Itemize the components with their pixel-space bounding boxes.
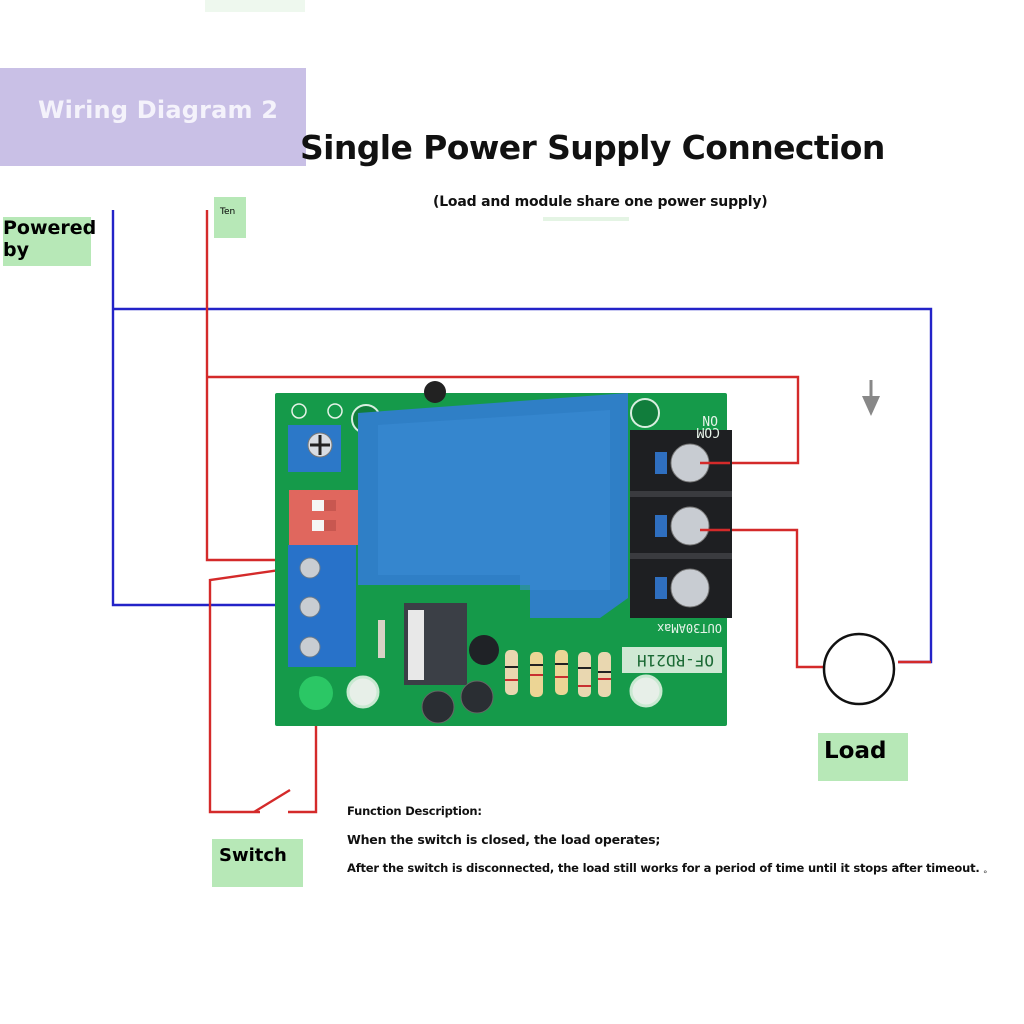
positive-wire bbox=[205, 210, 931, 814]
power-source-label: Powered by bbox=[3, 217, 96, 266]
switch-label: Switch bbox=[212, 839, 303, 887]
transistor-s8050 bbox=[469, 635, 499, 665]
terminal-screw-com bbox=[670, 506, 710, 546]
model-silk: OF-RD21H bbox=[637, 651, 714, 670]
input-terminal-block bbox=[288, 545, 356, 667]
terminal-screw bbox=[299, 636, 321, 658]
relay-module: ON COM OUT30AMax OF-RD21H bbox=[275, 381, 732, 726]
down-arrow-icon bbox=[862, 380, 880, 416]
resistors bbox=[505, 650, 611, 697]
function-description-title: Function Description: bbox=[347, 804, 482, 818]
faint-strip bbox=[205, 0, 305, 12]
terminal-screw bbox=[670, 568, 710, 608]
terminal-labels-silk: COM bbox=[696, 424, 720, 439]
load-label: Load bbox=[818, 733, 908, 781]
faint-strip bbox=[543, 217, 629, 221]
minus-marking bbox=[327, 403, 343, 419]
terminal-labels-silk: ON bbox=[702, 412, 718, 427]
function-description-line: After the switch is disconnected, the lo… bbox=[347, 861, 980, 875]
terminal-screw bbox=[299, 596, 321, 618]
capacitor bbox=[460, 680, 494, 714]
positive-wire bbox=[700, 461, 730, 532]
led-indicator bbox=[299, 676, 333, 710]
mounting-hole bbox=[629, 674, 663, 708]
degree-mark: ° bbox=[983, 870, 988, 880]
terminal-screw bbox=[299, 557, 321, 579]
diagram-title: Single Power Supply Connection bbox=[300, 128, 885, 167]
switch-blade bbox=[253, 788, 291, 814]
load-symbol bbox=[822, 632, 896, 706]
model-plate bbox=[622, 647, 722, 673]
diagram-subtitle: (Load and module share one power supply) bbox=[433, 194, 768, 210]
diode bbox=[378, 620, 385, 658]
diagram-number-banner bbox=[0, 68, 306, 166]
mounting-hole bbox=[630, 398, 660, 428]
transistor-black bbox=[424, 381, 446, 403]
mounting-hole bbox=[346, 675, 380, 709]
function-description-line: When the switch is closed, the load oper… bbox=[347, 832, 661, 847]
output-rating-silk: OUT30AMax bbox=[657, 621, 722, 635]
plus-marking bbox=[291, 403, 307, 419]
dip-switch bbox=[289, 490, 359, 545]
ten-label: Ten bbox=[214, 197, 246, 238]
diagram-number-label: Wiring Diagram 2 bbox=[38, 96, 279, 124]
capacitor bbox=[421, 690, 455, 724]
